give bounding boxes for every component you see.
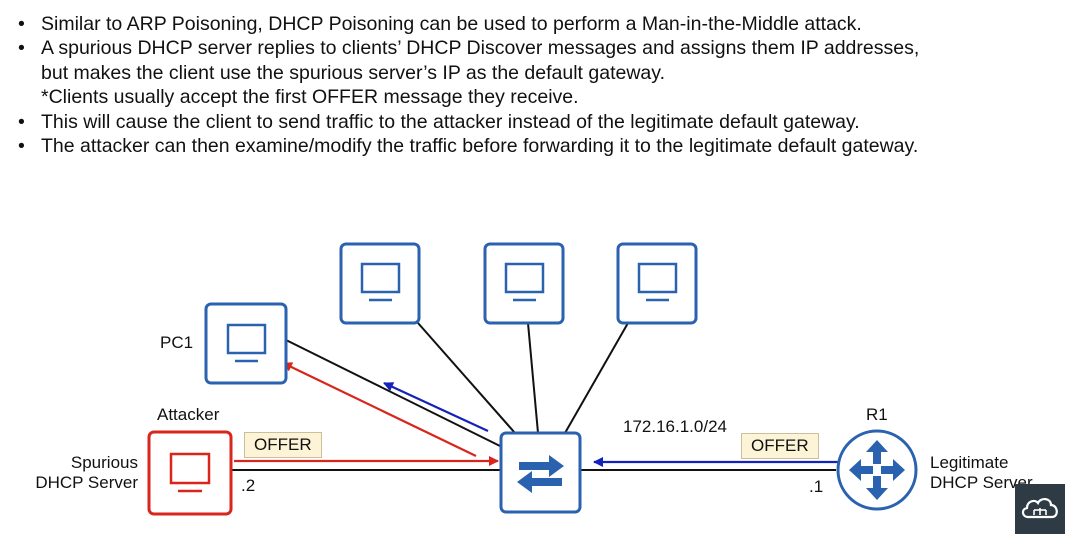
legit-label-line2: DHCP Server	[930, 473, 1033, 492]
switch-device[interactable]	[499, 431, 582, 514]
monitor-icon	[637, 262, 678, 302]
router-arrows-icon	[849, 440, 905, 500]
bullet-line: A spurious DHCP server replies to client…	[41, 37, 920, 60]
bullet-line: but makes the client use the spurious se…	[41, 61, 665, 84]
monitor-icon	[226, 323, 267, 363]
spurious-label-line2: DHCP Server	[35, 473, 138, 492]
link-top2-switch	[527, 322, 539, 434]
monitor-icon	[169, 452, 211, 493]
attacker-ip-label: .2	[241, 476, 256, 495]
bullet-line: The attacker can then examine/modify the…	[41, 135, 919, 158]
router-r1[interactable]	[836, 429, 918, 511]
bullet-line: This will cause the client to send traff…	[41, 110, 860, 133]
router-label: R1	[866, 405, 888, 424]
legit-label-line1: Legitimate	[930, 453, 1009, 472]
bullet-dot: •	[18, 135, 25, 158]
blue-arrow-to-pc1	[383, 382, 489, 432]
monitor-icon	[504, 262, 545, 302]
bullet-item: • This will cause the client to send traf…	[18, 110, 1058, 134]
pc-top-2[interactable]	[483, 242, 565, 325]
attacker-device[interactable]	[147, 430, 233, 516]
link-top1-switch	[417, 322, 516, 434]
bullet-item: • Similar to ARP Poisoning, DHCP Poisonin…	[18, 12, 1058, 36]
bullet-item: • The attacker can then examine/modify th…	[18, 134, 1058, 158]
link-top3-switch	[564, 322, 629, 434]
network-label: 172.16.1.0/24	[623, 417, 727, 436]
red-arrow-to-pc1	[282, 362, 477, 457]
bullet-list: • Similar to ARP Poisoning, DHCP Poisonin…	[18, 12, 1058, 158]
bullet-dot: •	[18, 110, 25, 133]
cloud-icon	[1021, 498, 1058, 519]
bullet-line: *Clients usually accept the first OFFER …	[41, 86, 579, 109]
bullet-item: • A spurious DHCP server replies to clien…	[18, 36, 1058, 109]
pc1-device[interactable]	[204, 302, 288, 385]
bullet-line: Similar to ARP Poisoning, DHCP Poisoning…	[41, 13, 862, 35]
spurious-label-line1: Spurious	[70, 453, 138, 472]
cloud-logo-badge	[1015, 484, 1065, 534]
pc1-label: PC1	[160, 333, 194, 352]
attacker-label: Attacker	[157, 405, 220, 424]
links	[232, 322, 836, 471]
bullet-dot: •	[18, 37, 25, 60]
switch-arrows-icon	[517, 455, 564, 493]
router-ip-label: .1	[809, 477, 824, 496]
pc-top-1[interactable]	[339, 242, 421, 325]
bullet-dot: •	[18, 13, 25, 35]
monitor-icon	[360, 262, 401, 302]
link-pc1-switch	[285, 339, 501, 447]
offer-label-right: OFFER	[741, 433, 819, 459]
pc-top-3[interactable]	[616, 242, 698, 325]
offer-label-left: OFFER	[244, 432, 322, 458]
